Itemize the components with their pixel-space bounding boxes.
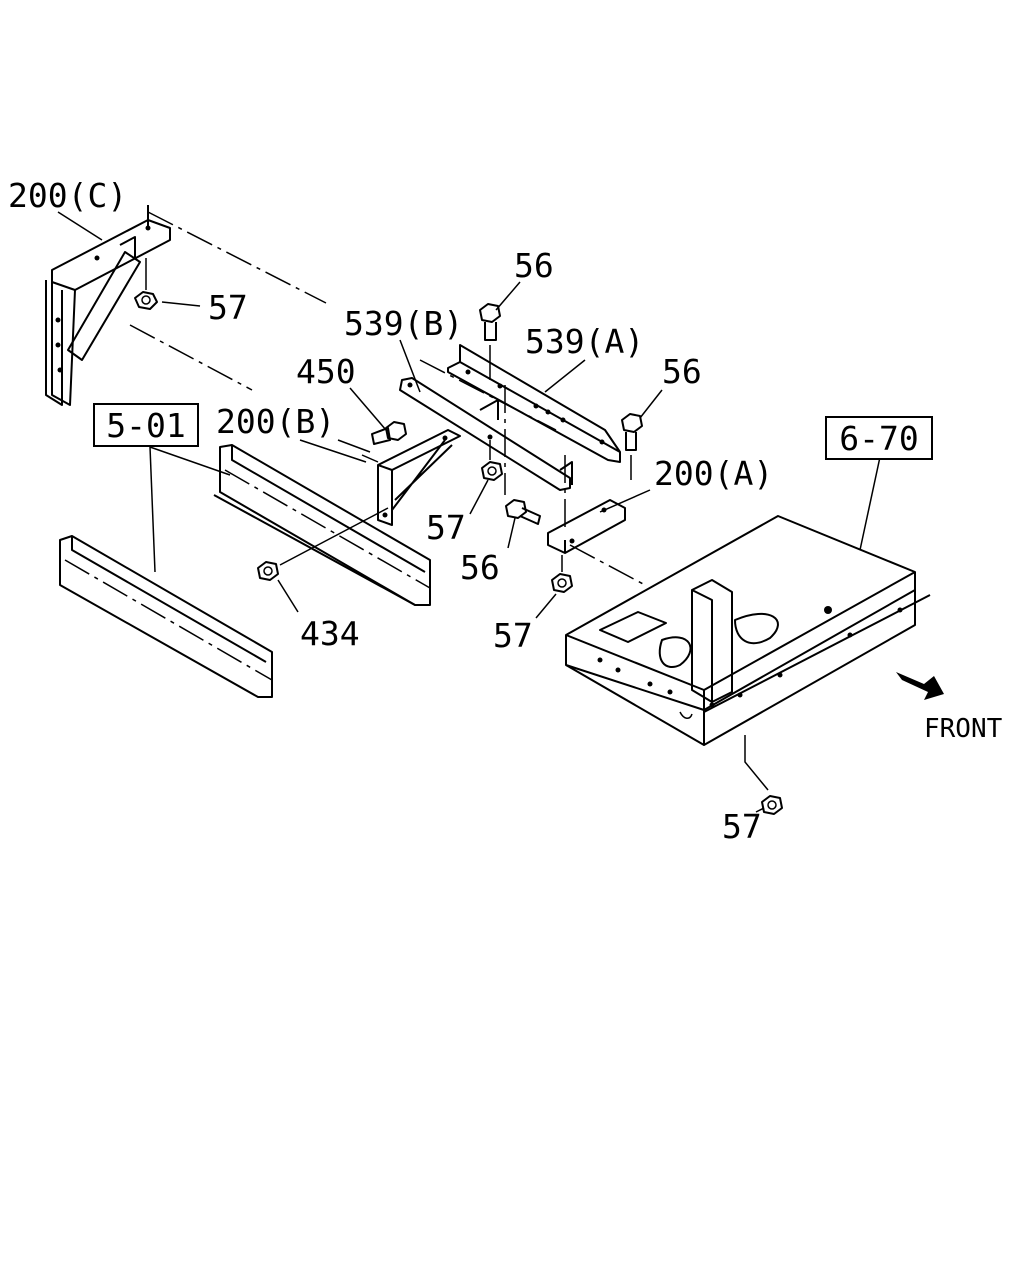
stay-539b	[399, 377, 573, 491]
label-539a: 539(A)	[525, 322, 644, 361]
nut-57-middle	[481, 440, 503, 481]
front-arrow-icon	[896, 672, 944, 700]
label-56-right: 56	[662, 352, 702, 391]
frame-rail-lower	[59, 535, 273, 698]
label-200b: 200(B)	[216, 402, 335, 441]
label-57-a: 57	[493, 616, 533, 655]
nut-57-c	[134, 258, 158, 310]
nut-434	[257, 507, 389, 581]
label-57-middle: 57	[426, 508, 466, 547]
label-56-top: 56	[514, 246, 554, 285]
ref-box-5-01: 5-01	[93, 403, 199, 447]
label-200c: 200(C)	[8, 176, 127, 215]
label-57-c: 57	[208, 288, 248, 327]
bolt-56-right	[621, 413, 643, 480]
frame-rail-upper	[213, 444, 431, 606]
label-front: FRONT	[924, 714, 1003, 744]
ref-box-6-70: 6-70	[825, 416, 933, 460]
label-450: 450	[296, 352, 356, 391]
stay-539a	[447, 344, 621, 463]
bolt-56-middle	[505, 499, 541, 525]
ref-label-6-70: 6-70	[839, 419, 918, 458]
battery-tray-670	[565, 515, 931, 746]
label-539b: 539(B)	[344, 304, 463, 343]
label-56-middle: 56	[460, 548, 500, 587]
nut-57-a	[551, 555, 573, 593]
bracket-200b	[377, 429, 461, 526]
nut-57-bottom	[744, 735, 783, 815]
label-200a: 200(A)	[654, 454, 773, 493]
ref-label-5-01: 5-01	[106, 406, 185, 445]
bracket-200c	[45, 205, 171, 406]
assembly-lines	[129, 211, 646, 586]
label-434: 434	[300, 614, 360, 653]
label-57-bottom: 57	[722, 807, 762, 846]
bolt-56-top	[479, 303, 501, 380]
bolt-450	[337, 421, 407, 463]
leader-lines	[57, 211, 881, 813]
bracket-200a	[547, 499, 626, 554]
